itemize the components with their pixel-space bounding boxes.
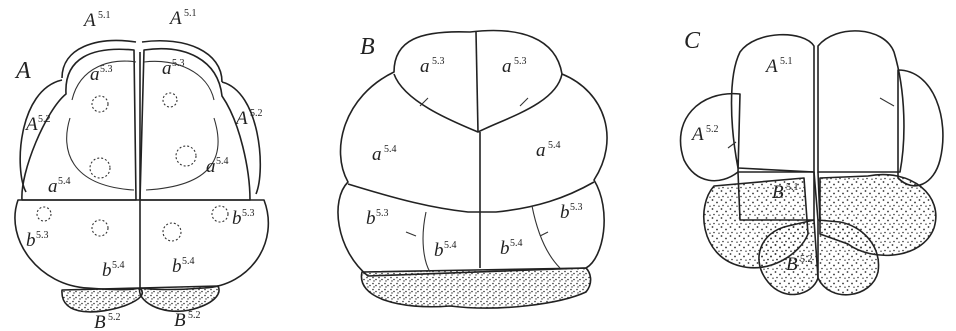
svg-text:B: B: [786, 254, 798, 275]
label-a53-left: a 5.3: [90, 64, 113, 85]
svg-text:5.1: 5.1: [98, 10, 111, 21]
svg-text:5.1: 5.1: [780, 56, 793, 67]
label-a51-top-right: A 5.1: [168, 8, 197, 29]
label-b54-right-b: b 5.4: [500, 238, 523, 259]
svg-text:5.2: 5.2: [706, 124, 719, 135]
nuclei-a: [37, 93, 228, 241]
label-a53-right-b: a 5.3: [502, 56, 527, 77]
svg-text:b: b: [102, 260, 112, 281]
svg-text:5.3: 5.3: [376, 208, 389, 219]
label-b54-right-a: b 5.4: [172, 256, 195, 277]
cell-a51-right-c: [818, 31, 904, 172]
svg-text:5.2: 5.2: [38, 114, 51, 125]
svg-text:5.4: 5.4: [548, 140, 561, 151]
svg-text:b: b: [366, 208, 376, 229]
svg-text:5.3: 5.3: [36, 230, 49, 241]
svg-text:5.2: 5.2: [250, 108, 263, 119]
svg-text:B: B: [174, 310, 186, 331]
cell-b-lower-b: [423, 212, 430, 272]
panel-c: C A 5.1 A 5.2 B 5.1 B 5.2: [681, 28, 943, 295]
svg-text:5.3: 5.3: [172, 58, 185, 69]
cell-b-lower-b2: [532, 206, 560, 268]
svg-text:a: a: [90, 64, 100, 85]
svg-text:a: a: [206, 156, 216, 177]
label-a51-top-left: A 5.1: [82, 10, 111, 31]
panel-a-letter: A: [14, 58, 31, 84]
label-a54-right-b: a 5.4: [536, 140, 561, 161]
svg-text:B: B: [772, 182, 784, 203]
stipple-bottom-b: [361, 268, 590, 308]
svg-text:A: A: [24, 114, 38, 135]
svg-text:5.3: 5.3: [514, 56, 527, 67]
svg-text:5.3: 5.3: [432, 56, 445, 67]
svg-text:A: A: [168, 8, 182, 29]
svg-text:5.1: 5.1: [786, 182, 799, 193]
label-a53-right: a 5.3: [162, 58, 185, 79]
label-a51-c: A 5.1: [764, 56, 793, 77]
svg-text:5.1: 5.1: [184, 8, 197, 19]
panel-c-letter: C: [684, 28, 701, 54]
svg-text:5.4: 5.4: [384, 144, 397, 155]
svg-text:b: b: [172, 256, 182, 277]
svg-text:a: a: [502, 56, 512, 77]
cell-lower-band-a: [15, 200, 268, 290]
svg-text:a: a: [162, 58, 172, 79]
label-b52-bottom-right: B 5.2: [174, 310, 201, 331]
label-a52-left: A 5.2: [24, 114, 51, 135]
panel-a: A A 5.1 A 5.1 A 5.2 A 5.2 a 5.3 a 5.3 a …: [14, 8, 268, 331]
label-b53-left-b: b 5.3: [366, 208, 389, 229]
label-b54-left-b: b 5.4: [434, 240, 457, 261]
svg-text:a: a: [536, 140, 546, 161]
svg-text:a: a: [48, 176, 58, 197]
label-a54-right: a 5.4: [206, 156, 229, 177]
svg-text:5.3: 5.3: [100, 64, 113, 75]
svg-text:b: b: [434, 240, 444, 261]
svg-text:b: b: [26, 230, 36, 251]
svg-text:5.4: 5.4: [510, 238, 523, 249]
svg-text:a: a: [420, 56, 430, 77]
svg-text:A: A: [82, 10, 96, 31]
svg-text:A: A: [234, 108, 248, 129]
svg-text:A: A: [764, 56, 778, 77]
panel-b-letter: B: [360, 34, 375, 60]
svg-text:5.4: 5.4: [216, 156, 229, 167]
cell-a54-left-a: [67, 118, 134, 190]
label-a52-c: A 5.2: [690, 124, 719, 145]
svg-text:b: b: [500, 238, 510, 259]
svg-text:A: A: [690, 124, 704, 145]
svg-text:a: a: [372, 144, 382, 165]
svg-text:5.4: 5.4: [112, 260, 125, 271]
svg-text:5.2: 5.2: [800, 254, 813, 265]
label-a53-left-b: a 5.3: [420, 56, 445, 77]
svg-text:b: b: [232, 208, 242, 229]
svg-text:5.2: 5.2: [188, 310, 201, 321]
svg-text:5.4: 5.4: [182, 256, 195, 267]
svg-text:5.4: 5.4: [444, 240, 457, 251]
panel-b: B a 5.3 a 5.3 a 5.4 a 5.4 b 5.3 b 5.3 b …: [338, 31, 607, 309]
cell-a54-right-a: [146, 118, 218, 190]
label-a52-right: A 5.2: [234, 108, 263, 129]
label-b52-bottom-left: B 5.2: [94, 312, 121, 331]
label-b53-right-b: b 5.3: [560, 202, 583, 223]
label-a54-left-b: a 5.4: [372, 144, 397, 165]
label-a54-left: a 5.4: [48, 176, 71, 197]
svg-text:5.3: 5.3: [570, 202, 583, 213]
label-b53-right-a: b 5.3: [232, 208, 255, 229]
svg-text:5.4: 5.4: [58, 176, 71, 187]
svg-text:5.3: 5.3: [242, 208, 255, 219]
svg-text:5.2: 5.2: [108, 312, 121, 323]
svg-text:B: B: [94, 312, 106, 331]
label-b53-left-a: b 5.3: [26, 230, 49, 251]
cell-outline-upper-right-a: [140, 49, 250, 200]
svg-text:b: b: [560, 202, 570, 223]
label-b54-left-a: b 5.4: [102, 260, 125, 281]
cell-b52-left-a: [62, 288, 142, 312]
